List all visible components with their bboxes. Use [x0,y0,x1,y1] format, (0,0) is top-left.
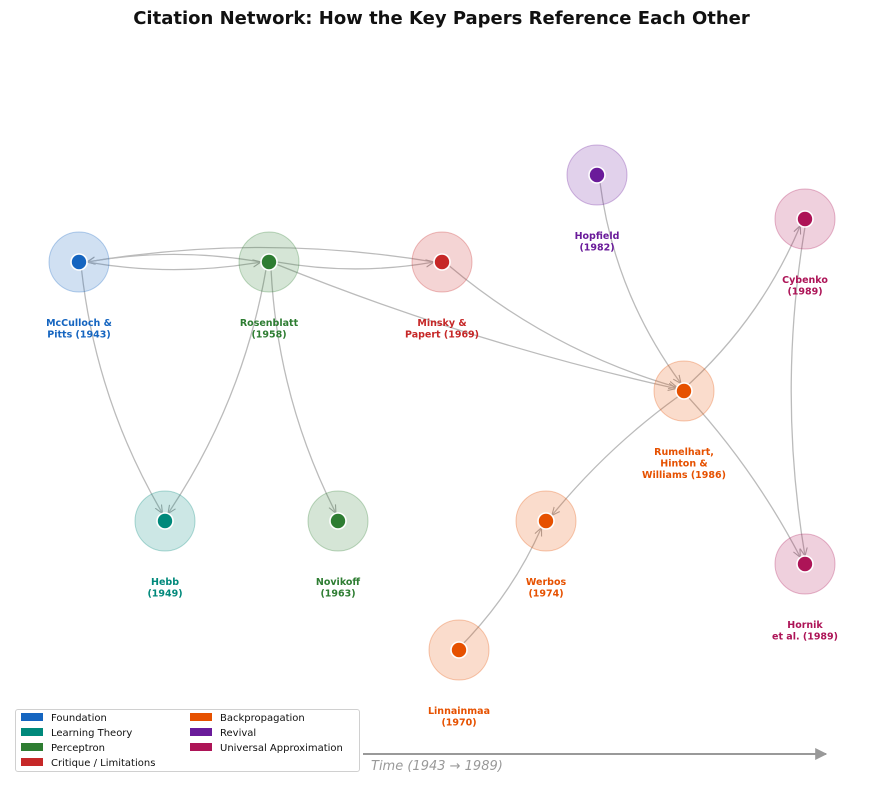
legend-label: Universal Approximation [220,743,343,754]
node-linnainmaa[interactable]: Linnainmaa(1970) [428,619,490,729]
node-dot [675,382,693,400]
node-hebb[interactable]: Hebb(1949) [134,490,196,600]
edge-rosenblatt-to-minsky [276,262,434,270]
node-label: Linnainmaa(1970) [428,706,490,729]
node-minsky[interactable]: Minsky &Papert (1969) [405,231,479,341]
legend: Foundation Learning Theory Perceptron Cr… [15,709,360,772]
legend-item-critique: Critique / Limitations [21,757,155,771]
edge-linnainmaa-to-werbos [463,528,543,644]
edge-rosenblatt-to-rumelhart [276,263,677,388]
node-label: Minsky &Papert (1969) [405,318,479,341]
edge-rumelhart-to-cybenko [688,226,801,385]
legend-label: Backpropagation [220,713,305,724]
node-werbos[interactable]: Werbos(1974) [515,490,577,600]
node-dot [796,555,814,573]
legend-swatch-revival [190,728,212,736]
legend-item-learning-theory: Learning Theory [21,727,132,741]
time-axis-label: Time (1943 → 1989) [371,759,503,774]
edge-hopfield-to-rumelhart [599,182,681,383]
node-dot [156,512,174,530]
node-mcculloch[interactable]: McCulloch &Pitts (1943) [46,231,112,341]
node-label: Rumelhart,Hinton &Williams (1986) [642,447,726,481]
node-dot [537,512,555,530]
edge-mcculloch-to-rosenblatt [86,262,261,271]
node-label: Hebb(1949) [147,577,182,600]
legend-swatch-universal-approximation [190,743,212,751]
diagram-title: Citation Network: How the Key Papers Ref… [133,8,750,29]
node-label: Cybenko(1989) [782,275,828,298]
legend-swatch-foundation [21,713,43,721]
node-rumelhart[interactable]: Rumelhart,Hinton &Williams (1986) [642,360,726,481]
legend-item-revival: Revival [190,727,256,741]
node-label: Werbos(1974) [526,577,567,600]
edge-mcculloch-to-hebb [80,269,163,514]
node-label: Novikoff(1963) [316,577,361,600]
edge-rosenblatt-to-hebb [168,269,267,513]
legend-swatch-learning-theory [21,728,43,736]
legend-label: Perceptron [51,743,105,754]
node-dot [329,512,347,530]
edge-minsky-to-rumelhart [448,265,677,387]
edge-rosenblatt-to-novikoff [270,269,336,514]
node-label: Rosenblatt(1958) [240,318,299,341]
node-rosenblatt[interactable]: Rosenblatt(1958) [238,231,300,341]
node-label: Hopfield(1982) [575,231,620,254]
node-dot [588,166,606,184]
legend-label: Foundation [51,713,107,724]
legend-swatch-critique [21,758,43,766]
node-novikoff[interactable]: Novikoff(1963) [307,490,369,600]
legend-swatch-backpropagation [190,713,212,721]
legend-item-backpropagation: Backpropagation [190,712,305,726]
node-label: McCulloch &Pitts (1943) [46,318,112,341]
node-dot [796,210,814,228]
edge-rumelhart-to-hornik [688,397,801,558]
node-cybenko[interactable]: Cybenko(1989) [774,188,836,298]
legend-label: Revival [220,728,257,739]
node-dot [70,253,88,271]
legend-swatch-perceptron [21,743,43,751]
legend-label: Learning Theory [51,728,133,739]
node-hopfield[interactable]: Hopfield(1982) [566,144,628,254]
node-dot [433,253,451,271]
legend-item-foundation: Foundation [21,712,107,726]
node-dot [450,641,468,659]
edge-cybenko-to-hornik [790,226,805,556]
legend-label: Critique / Limitations [51,758,156,769]
citation-nodes: McCulloch &Pitts (1943) Rosenblatt(1958) M… [46,144,838,729]
legend-item-perceptron: Perceptron [21,742,105,756]
citation-edges [80,182,805,644]
legend-item-universal-approximation: Universal Approximation [190,742,343,756]
edge-rumelhart-to-werbos [552,395,679,515]
node-dot [260,253,278,271]
edge-minsky-to-mcculloch [87,246,435,262]
